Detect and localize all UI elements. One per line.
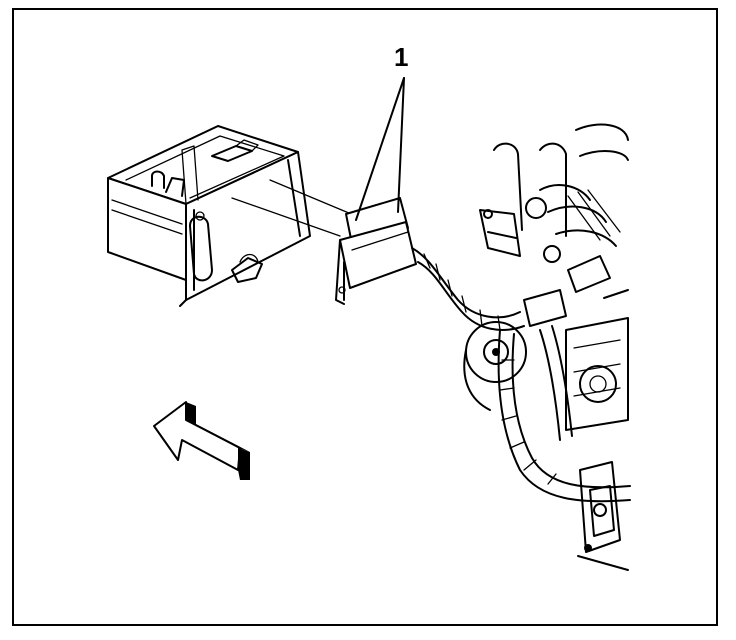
direction-arrow xyxy=(153,401,250,480)
diagram-frame xyxy=(12,8,718,626)
alignment-lines xyxy=(231,179,357,237)
engine-assembly xyxy=(463,123,629,571)
wiring-harness-bracket xyxy=(335,197,417,305)
engine-wiring-harness xyxy=(411,247,631,503)
callout-label-1: 1 xyxy=(394,42,409,72)
battery-tray xyxy=(107,125,311,307)
callout-leaders xyxy=(355,77,405,221)
